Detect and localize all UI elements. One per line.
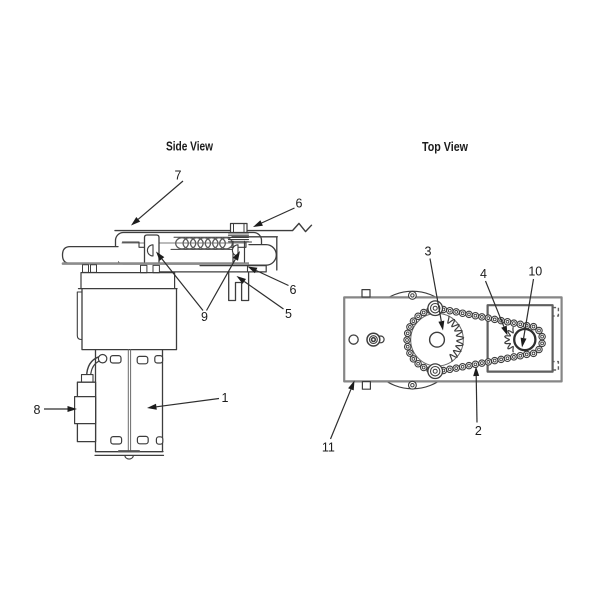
svg-text:11: 11 bbox=[322, 441, 335, 455]
svg-text:7: 7 bbox=[175, 168, 182, 182]
svg-text:10: 10 bbox=[528, 264, 542, 278]
svg-text:9: 9 bbox=[201, 310, 208, 324]
svg-text:5: 5 bbox=[285, 307, 292, 321]
svg-text:Top View: Top View bbox=[422, 139, 469, 154]
svg-text:Side View: Side View bbox=[166, 139, 214, 154]
svg-text:1: 1 bbox=[222, 391, 229, 405]
svg-text:6: 6 bbox=[296, 196, 303, 210]
svg-text:2: 2 bbox=[475, 424, 482, 438]
svg-text:8: 8 bbox=[34, 403, 41, 417]
svg-text:6: 6 bbox=[290, 283, 297, 297]
svg-text:4: 4 bbox=[480, 267, 487, 281]
svg-text:3: 3 bbox=[425, 245, 432, 259]
